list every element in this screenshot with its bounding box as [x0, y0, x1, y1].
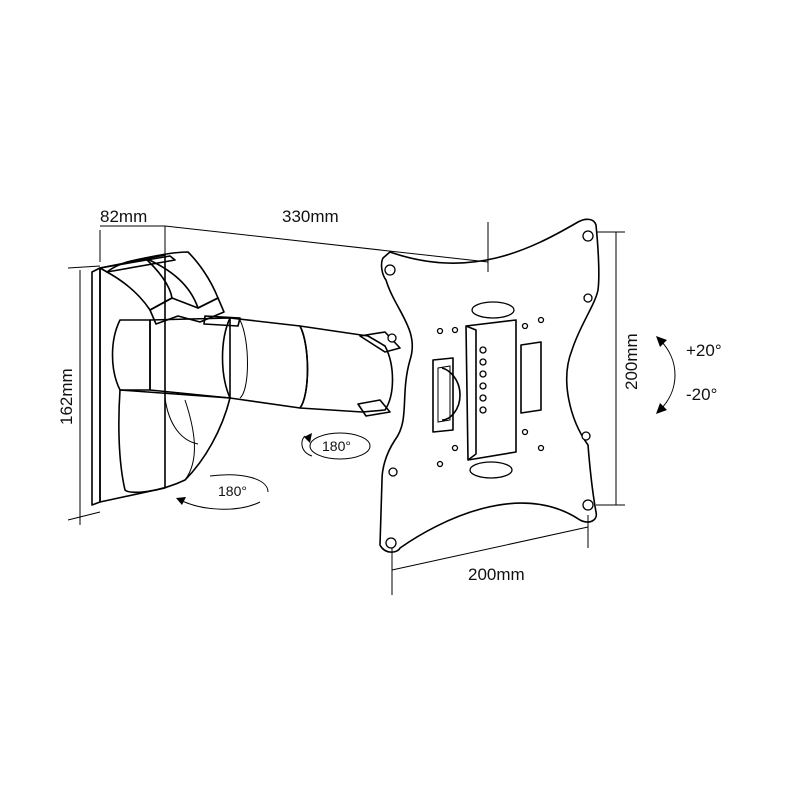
label-swivel-arm: 180° [322, 438, 351, 454]
label-swivel-wall: 180° [218, 483, 247, 499]
label-tilt-up: +20° [686, 341, 722, 360]
label-162mm: 162mm [57, 368, 76, 425]
rotation-arrows [176, 336, 676, 510]
label-tilt-down: -20° [686, 385, 717, 404]
arm-cylinder [221, 317, 401, 417]
label-330mm: 330mm [282, 207, 339, 226]
label-82mm: 82mm [100, 207, 147, 226]
label-200mm-vertical: 200mm [622, 333, 641, 390]
wall-plate [91, 254, 176, 506]
wall-hinge [106, 251, 241, 494]
vesa-plate [379, 218, 600, 553]
label-200mm-horizontal: 200mm [468, 565, 525, 584]
dimension-lines [67, 222, 625, 595]
